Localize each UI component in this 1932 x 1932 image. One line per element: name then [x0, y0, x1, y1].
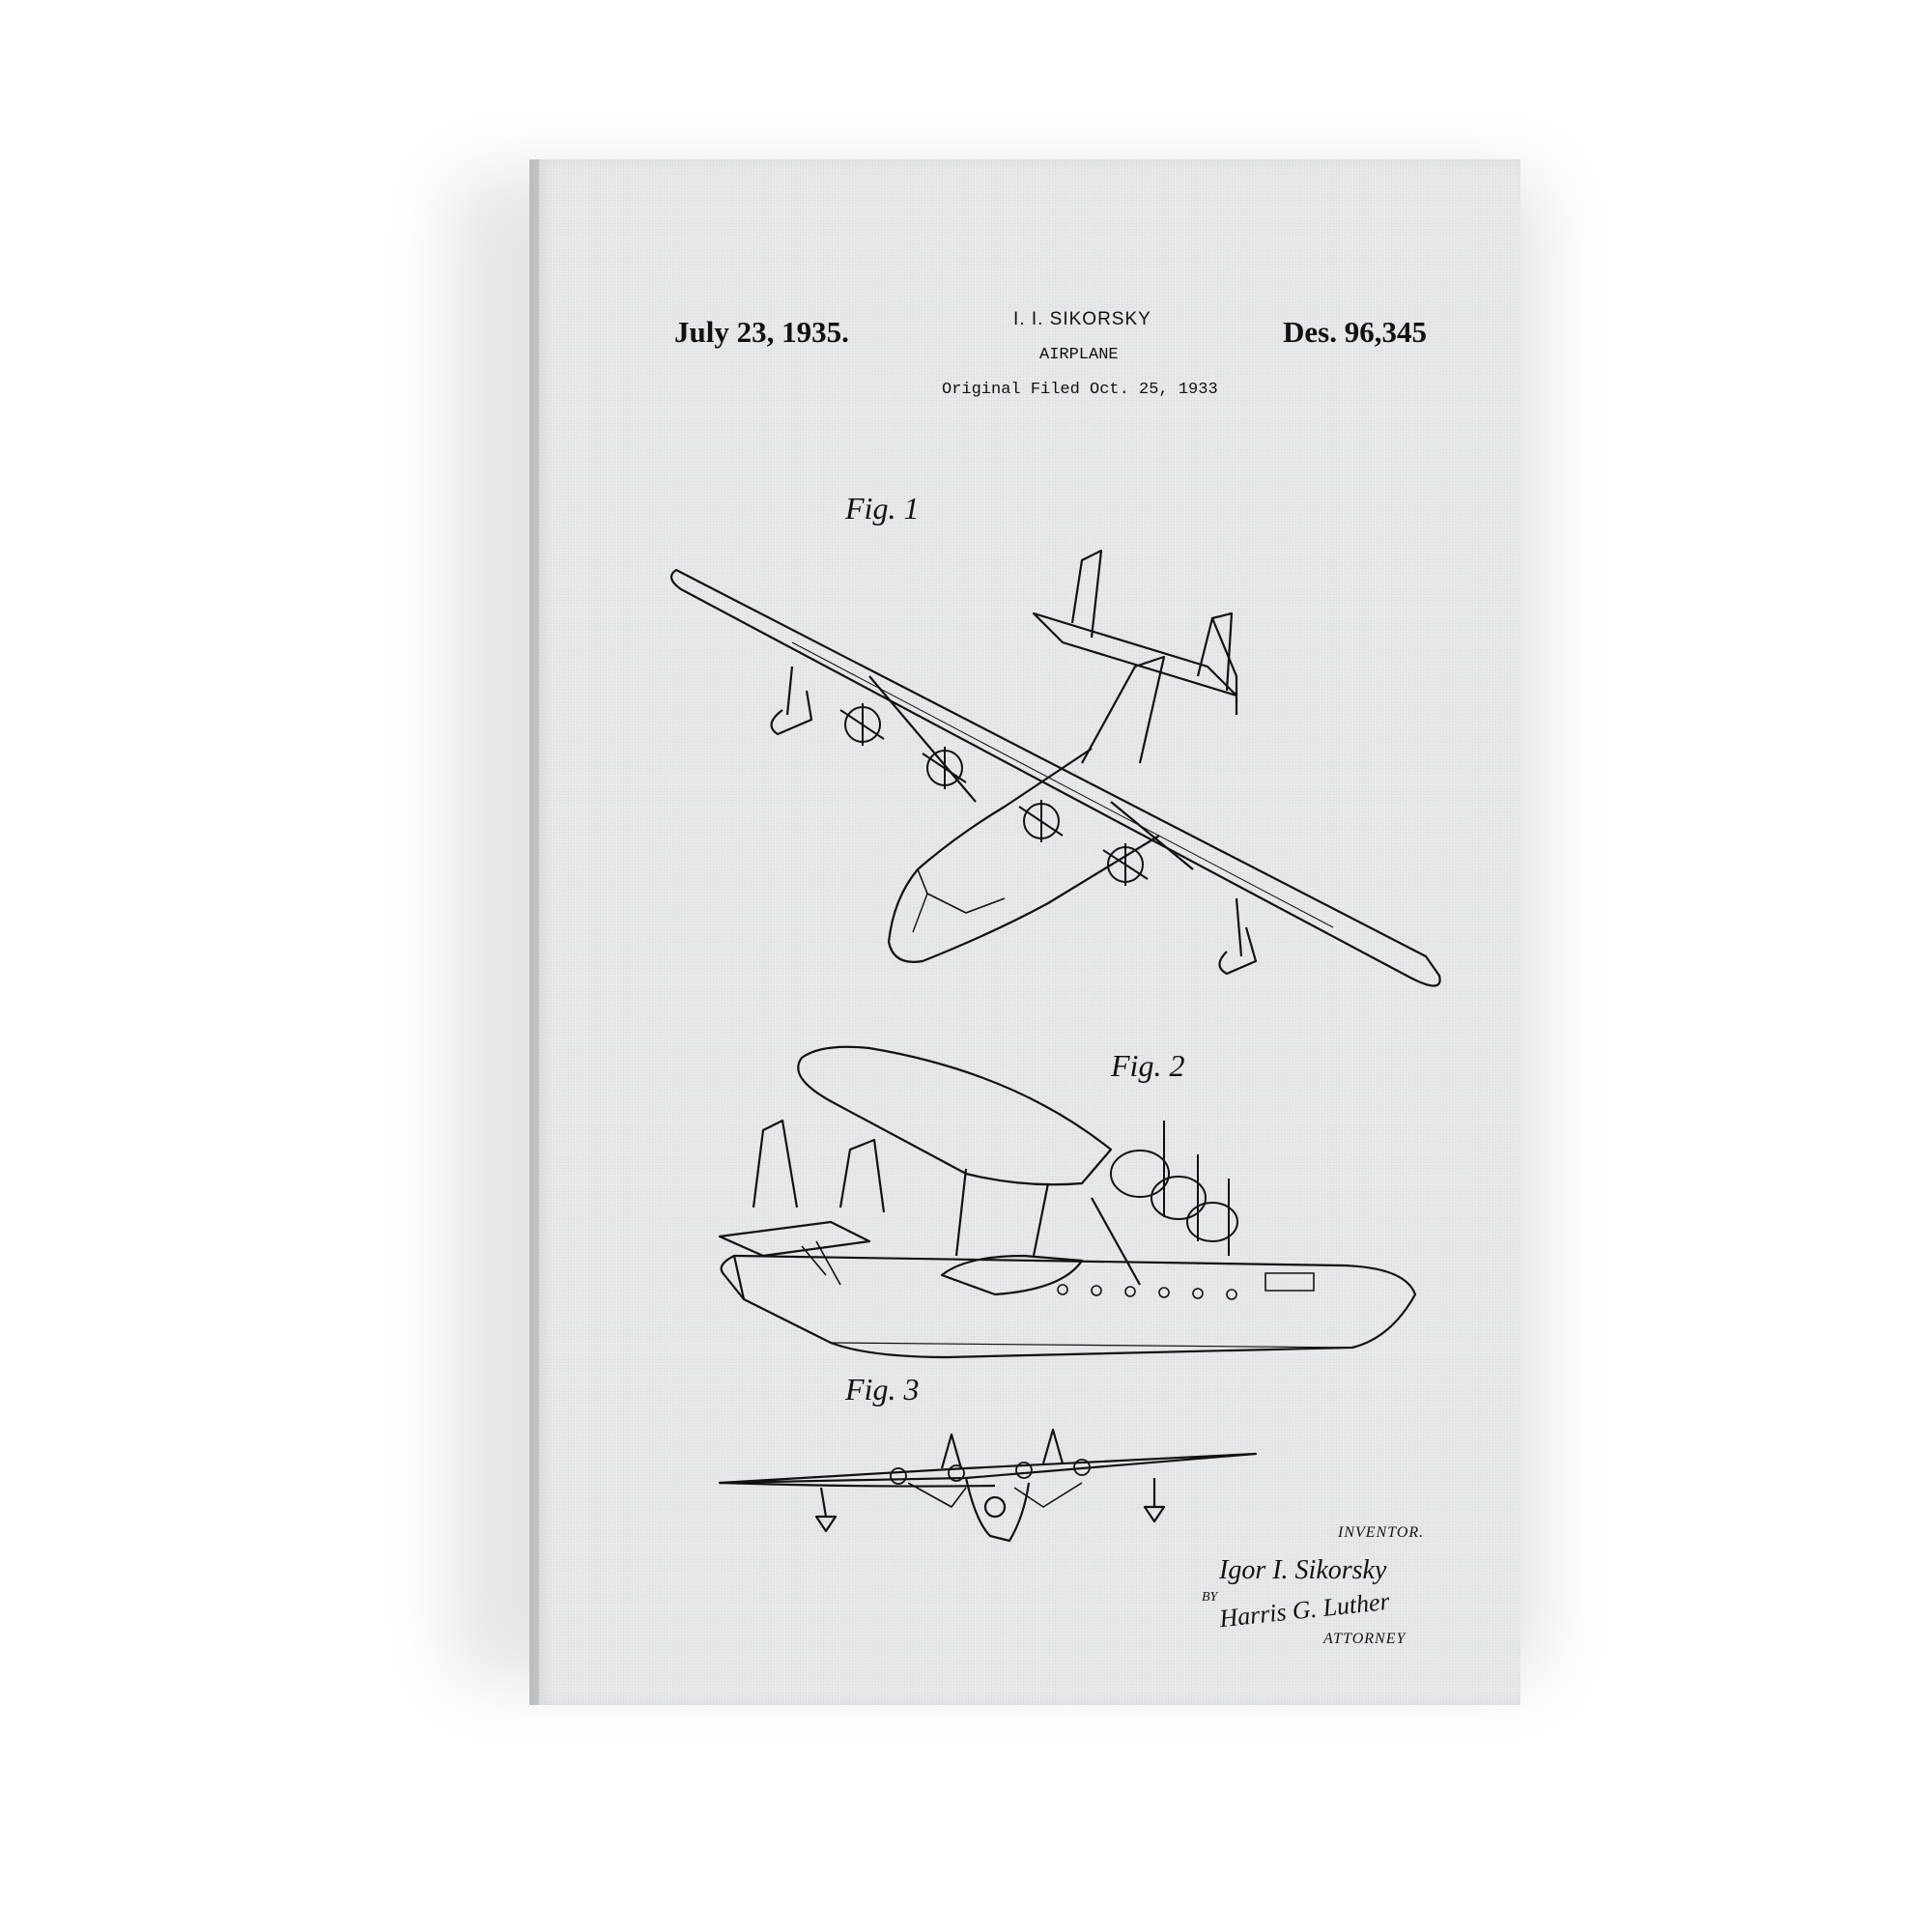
inventor-label: INVENTOR. [1338, 1524, 1425, 1541]
patent-number: Des. 96,345 [1283, 315, 1427, 349]
patent-filed-date: Original Filed Oct. 25, 1933 [942, 381, 1218, 399]
by-label: BY [1202, 1590, 1218, 1605]
canvas-print [539, 159, 1520, 1705]
patent-date: July 23, 1935. [674, 315, 849, 349]
fig-3-label: Fig. 3 [845, 1372, 920, 1406]
patent-title: AIRPLANE [1039, 346, 1119, 364]
fig-2-label: Fig. 2 [1111, 1048, 1185, 1083]
fig-1-label: Fig. 1 [845, 491, 920, 526]
attorney-label: ATTORNEY [1323, 1631, 1406, 1647]
patent-inventor-header: I. I. SIKORSKY [1013, 309, 1151, 329]
inventor-signature: Igor I. Sikorsky [1219, 1555, 1387, 1585]
